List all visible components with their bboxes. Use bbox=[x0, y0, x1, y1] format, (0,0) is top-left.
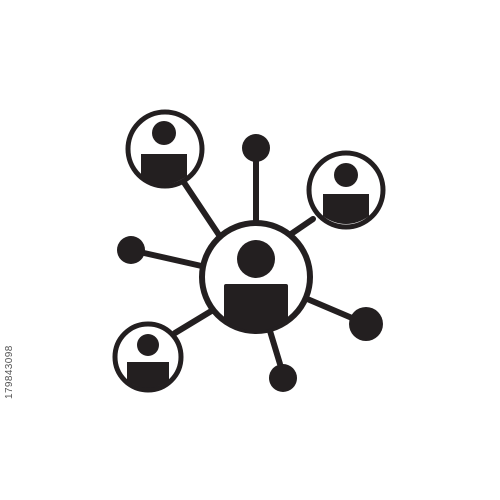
user-icon-center bbox=[199, 220, 313, 334]
link-top-left-user bbox=[180, 178, 222, 238]
link-bottom-node bbox=[267, 328, 283, 367]
link-bottom-left-user bbox=[172, 307, 216, 336]
connection-lines bbox=[141, 158, 355, 367]
node-left-dot bbox=[117, 236, 145, 264]
stock-id-label: 179843098 bbox=[4, 345, 15, 399]
link-right-node bbox=[302, 295, 355, 321]
user-icon-top-left bbox=[125, 109, 205, 189]
user-icon-bottom-left bbox=[112, 321, 184, 393]
node-bottom-dot bbox=[269, 364, 297, 392]
link-right-user bbox=[288, 216, 316, 237]
link-left-node bbox=[141, 250, 209, 270]
user-icon-right bbox=[306, 150, 386, 230]
node-top-dot bbox=[242, 134, 270, 162]
node-right-dot bbox=[349, 307, 383, 341]
